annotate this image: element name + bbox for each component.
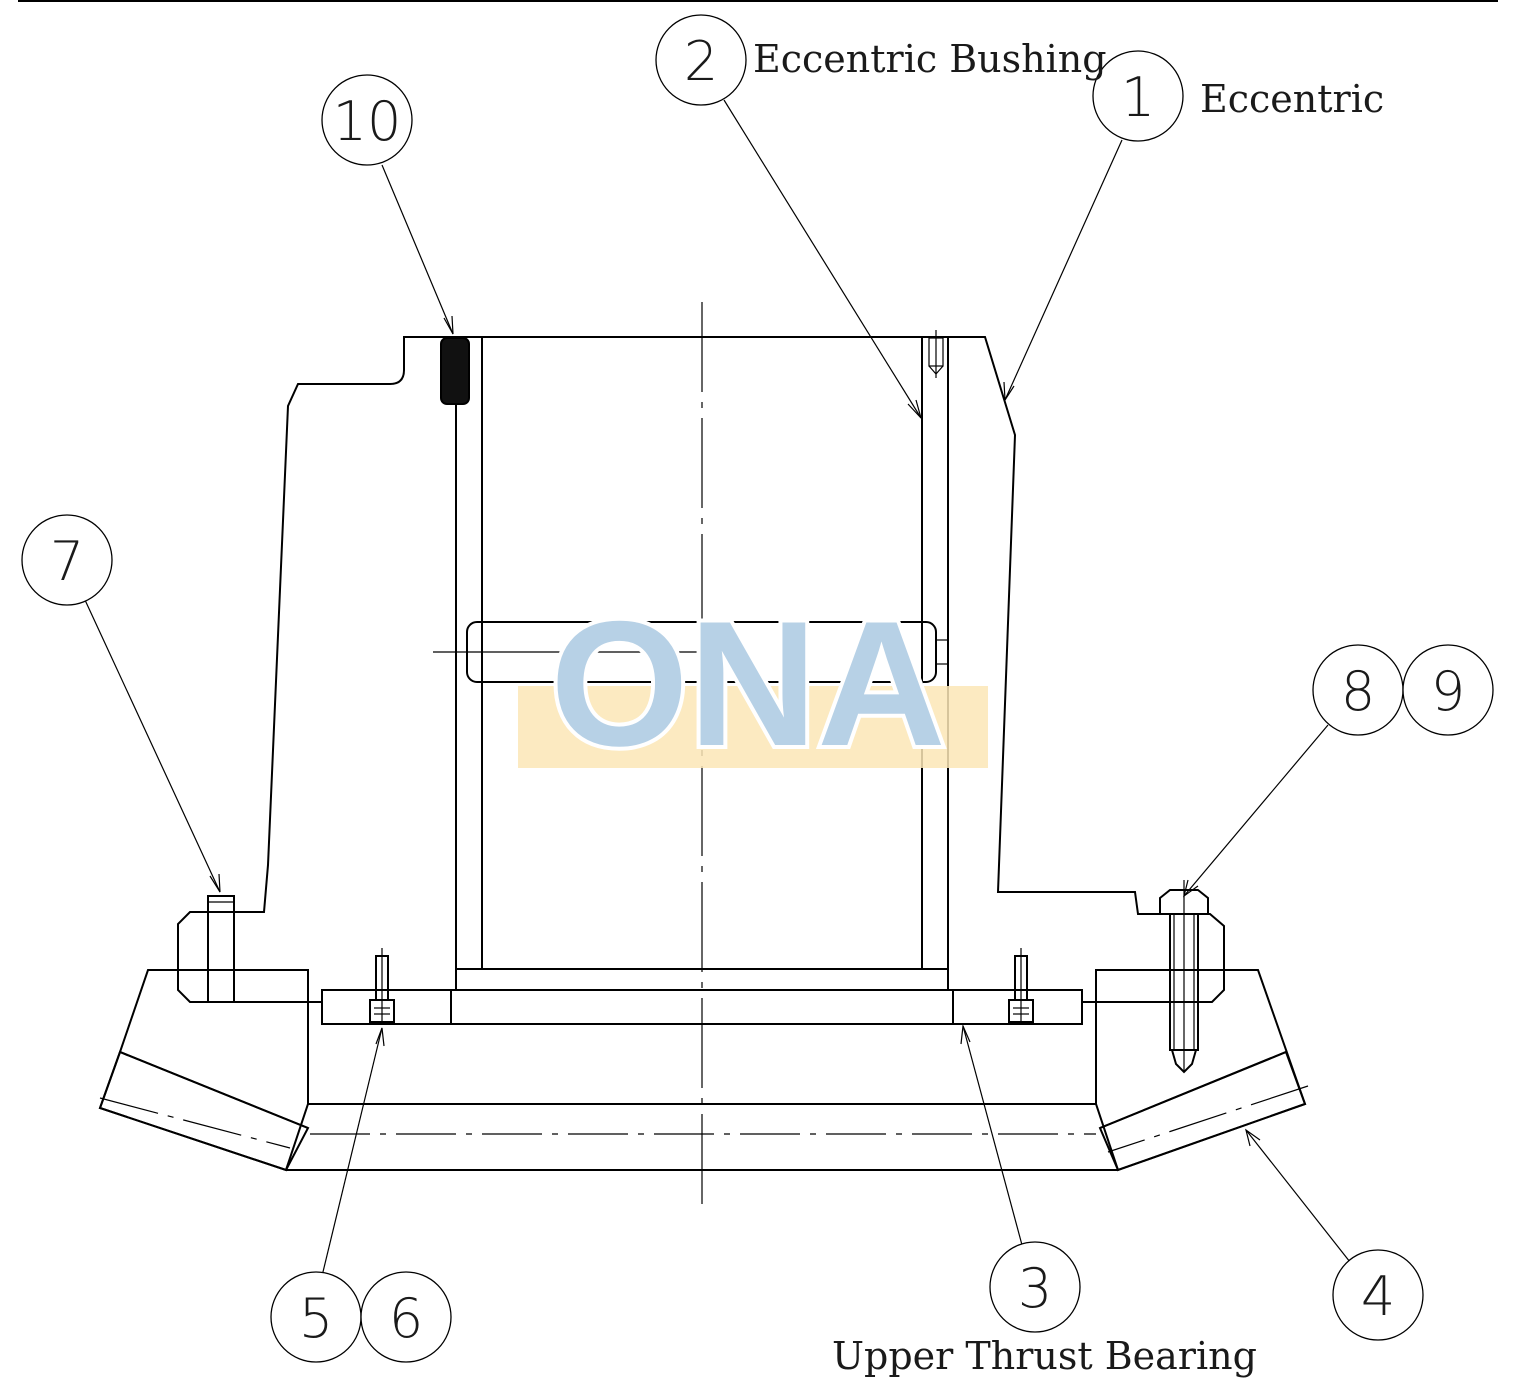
base-part-4: [98, 969, 1309, 1172]
svg-text:4: 4: [1361, 1265, 1395, 1328]
label-upper-thrust-bearing: Upper Thrust Bearing: [832, 1334, 1257, 1378]
svg-text:5: 5: [299, 1287, 333, 1350]
balloon-2: 2: [655, 14, 747, 106]
upper-thrust-bearing: [321, 968, 1083, 1025]
bolt-parts-8-9: [1159, 880, 1209, 1074]
balloon-10: 10: [321, 74, 413, 166]
svg-text:2: 2: [684, 30, 718, 93]
balloon-7: 7: [21, 514, 113, 606]
leader-lines: [84, 99, 1351, 1277]
key-part-10: [440, 337, 470, 405]
socket-screw-left: [369, 948, 395, 1023]
label-eccentric-bushing: Eccentric Bushing: [753, 37, 1107, 81]
watermark: ONA: [518, 580, 988, 787]
balloon-9: 9: [1402, 644, 1494, 736]
balloon-6: 6: [360, 1271, 452, 1363]
label-eccentric: Eccentric: [1200, 77, 1384, 121]
balloon-1: 1: [1092, 50, 1184, 142]
socket-screw-right: [1008, 948, 1034, 1023]
pin-part-7: [207, 895, 235, 1003]
balloon-8: 8: [1312, 644, 1404, 736]
svg-text:6: 6: [389, 1287, 423, 1350]
top-screw: [928, 330, 944, 378]
svg-text:1: 1: [1121, 66, 1155, 129]
svg-text:8: 8: [1341, 660, 1375, 723]
balloon-3: 3: [989, 1241, 1081, 1333]
svg-text:10: 10: [333, 90, 402, 153]
balloon-5: 5: [270, 1271, 362, 1363]
svg-text:9: 9: [1431, 660, 1465, 723]
svg-text:3: 3: [1018, 1257, 1052, 1320]
balloon-4: 4: [1332, 1249, 1424, 1341]
svg-text:7: 7: [50, 530, 84, 593]
svg-text:ONA: ONA: [550, 584, 946, 783]
